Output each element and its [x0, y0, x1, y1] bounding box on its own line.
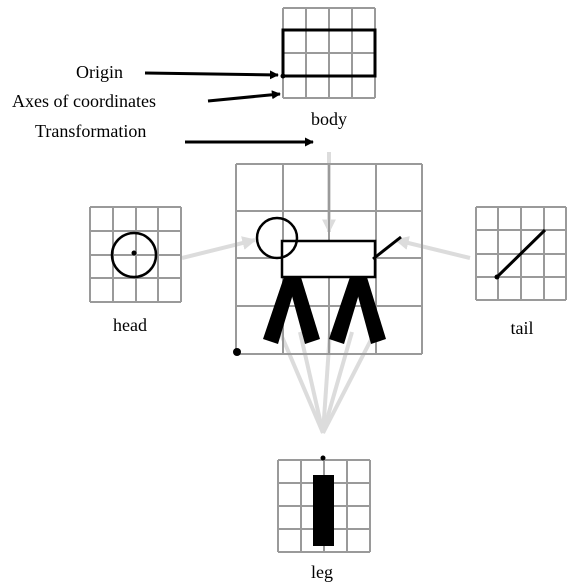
link-head [181, 236, 257, 260]
transformation-links [181, 152, 471, 434]
head-panel: head [89, 206, 182, 335]
leg-origin-dot [320, 455, 326, 461]
origin-arrow [144, 70, 279, 80]
body-grid [282, 7, 376, 99]
body-label: body [311, 109, 347, 129]
link-leg-1 [278, 331, 325, 434]
transformation-label: Transformation [35, 121, 146, 141]
origin-label: Origin [76, 62, 123, 82]
link-leg-4 [321, 331, 354, 434]
head-center-dot [131, 250, 137, 256]
tail-label: tail [511, 318, 534, 338]
assembled-origin-dot [233, 348, 241, 356]
leg-label: leg [311, 562, 333, 582]
assembled-leg-1 [263, 274, 299, 344]
tail-origin-dot [494, 274, 500, 280]
body-origin-dot [280, 73, 286, 79]
link-leg-5 [321, 331, 377, 434]
assembled-leg-4 [352, 274, 386, 344]
leg-shape [313, 475, 334, 546]
assembled-figure [233, 163, 423, 356]
assembled-tail [372, 235, 402, 261]
head-circle [110, 231, 158, 279]
assembled-leg-2 [286, 274, 320, 344]
link-leg-2 [298, 331, 325, 434]
tail-panel: tail [475, 206, 567, 338]
axes-label: Axes of coordinates [12, 91, 156, 111]
leg-panel: leg [277, 455, 371, 582]
assembled-grid [235, 163, 423, 355]
annotations: Origin Axes of coordinates Transformatio… [12, 62, 314, 147]
assembled-leg-3 [329, 274, 365, 344]
body-shape [281, 28, 377, 78]
assembled-head [255, 216, 299, 260]
link-tail [394, 236, 471, 260]
head-label: head [113, 315, 147, 335]
tail-stroke [495, 228, 547, 279]
head-grid [89, 206, 182, 303]
assembled-body [280, 239, 377, 279]
assembled-legs [263, 270, 386, 344]
body-panel: body [280, 7, 377, 129]
axes-arrow [207, 90, 281, 103]
